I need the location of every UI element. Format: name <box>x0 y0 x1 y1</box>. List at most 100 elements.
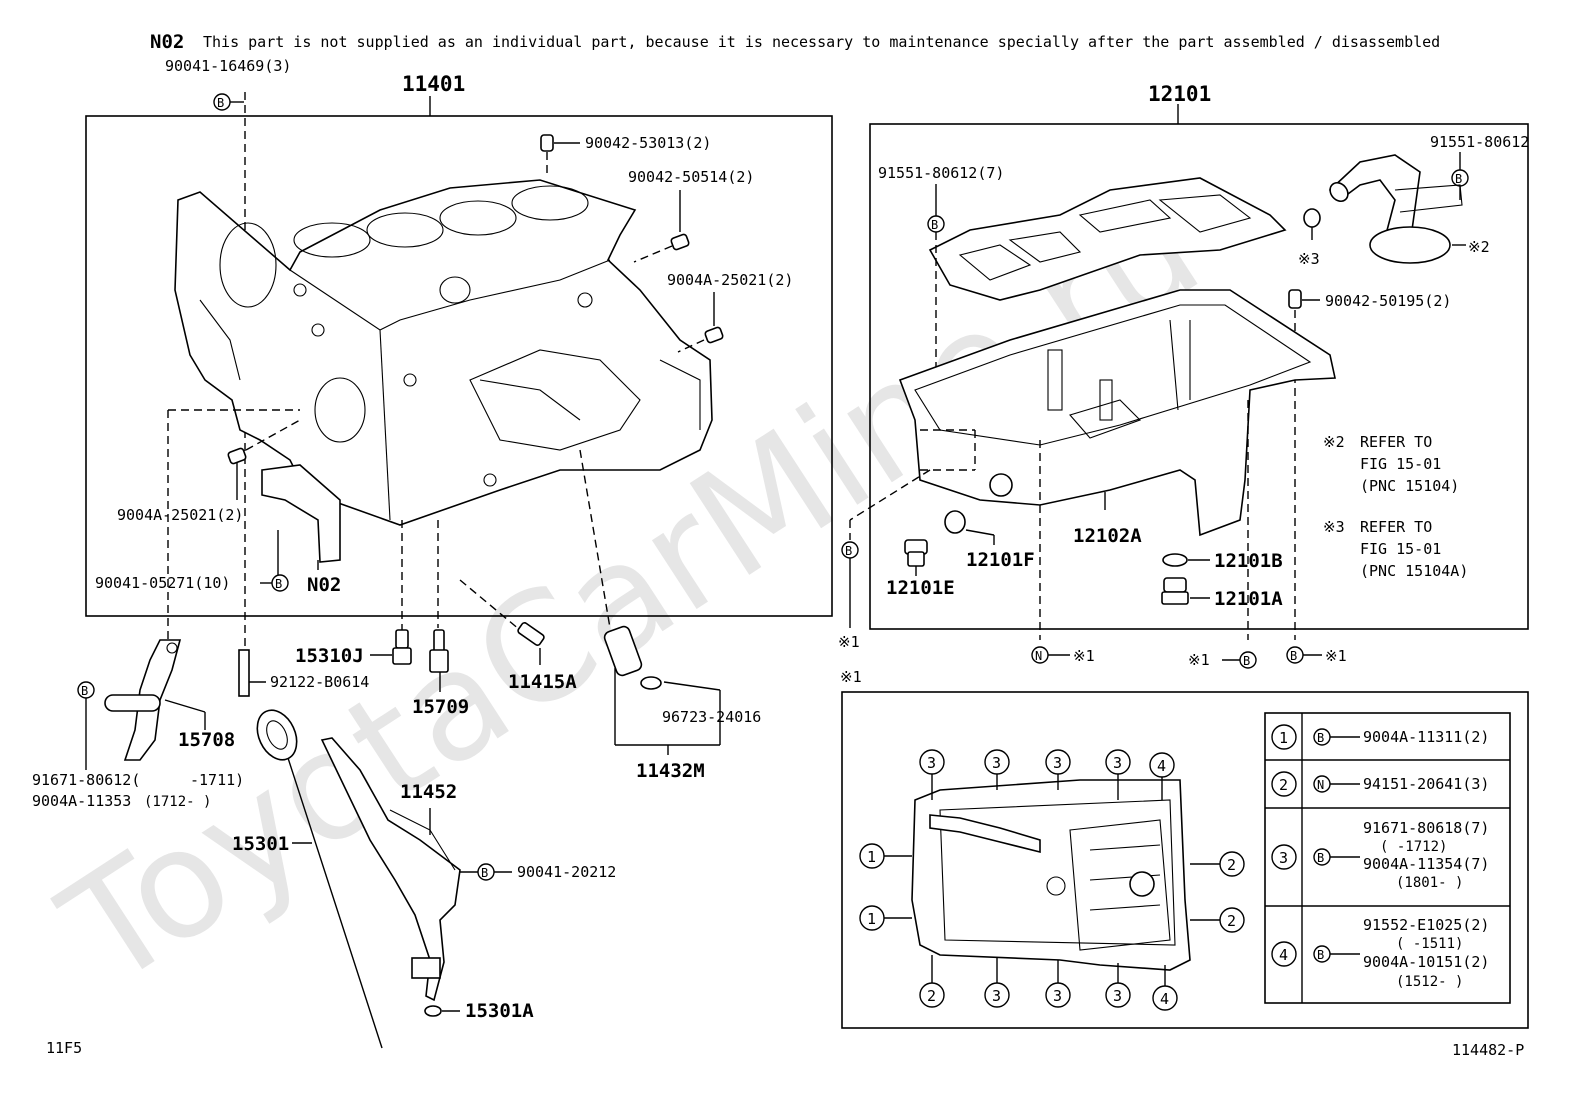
svg-text:N: N <box>1035 649 1042 663</box>
asterisk2-note-symbol: ※2 <box>1323 433 1345 451</box>
label-bracket-bolt-1-range: -1711) <box>190 771 244 789</box>
legend-row-1-num: 1 <box>1279 729 1288 747</box>
label-strainer-bolt: 91551-80612 <box>1430 133 1529 151</box>
ref3-line1: REFER TO <box>1360 518 1432 536</box>
svg-text:B: B <box>931 218 938 232</box>
label-oring: 96723-24016 <box>662 708 761 726</box>
svg-text:B: B <box>1317 948 1324 962</box>
svg-text:3: 3 <box>1113 754 1122 772</box>
svg-text:3: 3 <box>1053 754 1062 772</box>
cylinder-block-drawing <box>174 179 713 526</box>
ref2-line3: (PNC 15104) <box>1360 477 1459 495</box>
svg-text:B: B <box>1317 851 1324 865</box>
pin-icon <box>704 326 724 344</box>
label-12101f: 12101F <box>966 549 1035 571</box>
bracket-15708-drawing <box>104 639 182 761</box>
cap-note: N02 <box>307 574 341 596</box>
legend-row-3-line4: (1801- ) <box>1396 875 1463 891</box>
label-11452: 11452 <box>400 781 457 803</box>
svg-text:4: 4 <box>1157 757 1166 775</box>
cylinder-block-box <box>85 115 833 617</box>
label-15301a: 15301A <box>465 1000 534 1022</box>
asterisk3-note-symbol: ※3 <box>1323 518 1345 536</box>
gasket-12101b-drawing <box>1162 553 1188 567</box>
label-guide-bolt: 90041-20212 <box>517 863 616 881</box>
label-pin-4: 9004A-25021(2) <box>117 506 243 524</box>
label-15310j: 15310J <box>295 645 364 667</box>
callout-markers: 1 1 3 3 3 3 4 2 2 2 3 3 3 4 <box>859 749 1245 1011</box>
svg-text:3: 3 <box>1113 987 1122 1005</box>
nozzle-11432m-drawing <box>603 625 662 690</box>
oring-drawing <box>424 1005 442 1017</box>
label-bracket-bolt-2: 9004A-11353 <box>32 792 131 810</box>
dipstick-guide-drawing <box>320 737 461 1002</box>
ref2-line2: FIG 15-01 <box>1360 455 1441 473</box>
ref3-line2: FIG 15-01 <box>1360 540 1441 558</box>
ref3-line3: (PNC 15104A) <box>1360 562 1468 580</box>
oil-pan-drawing <box>898 289 1336 537</box>
gasket-12101f-drawing <box>944 510 966 534</box>
label-bolt-pan: 91551-80612(7) <box>878 164 1004 182</box>
label-asterisk3: ※3 <box>1298 250 1320 268</box>
plug-15709-drawing <box>429 629 449 673</box>
footer-left-code: 11F5 <box>46 1039 82 1057</box>
label-pin-top: 90042-53013(2) <box>585 134 711 152</box>
label-15708: 15708 <box>178 729 235 751</box>
legend-row-3-line2: ( -1712) <box>1380 839 1447 855</box>
svg-text:4: 4 <box>1160 990 1169 1008</box>
label-stud: 92122-B0614 <box>270 673 369 691</box>
legend-row-3-line1: 91671-80618(7) <box>1363 819 1489 837</box>
svg-text:N: N <box>1317 778 1324 792</box>
svg-text:2: 2 <box>1227 912 1236 930</box>
legend-row-4-line1: 91552-E1025(2) <box>1363 916 1489 934</box>
svg-text:3: 3 <box>992 754 1001 772</box>
legend-row-3-num: 3 <box>1279 849 1288 867</box>
legend-row-1-part: 9004A-11311(2) <box>1363 728 1489 746</box>
svg-text:B: B <box>275 577 282 591</box>
oil-pan-box <box>869 123 1529 630</box>
pin-icon <box>1288 289 1302 309</box>
label-asterisk2: ※2 <box>1468 238 1490 256</box>
legend-row-4-num: 4 <box>1279 946 1288 964</box>
legend-row-2-part: 94151-20641(3) <box>1363 775 1489 793</box>
label-15709: 15709 <box>412 696 469 718</box>
legend-row-3-line3: 9004A-11354(7) <box>1363 855 1489 873</box>
label-15301: 15301 <box>232 833 289 855</box>
label-12102a: 12102A <box>1073 525 1142 547</box>
svg-text:B: B <box>1317 731 1324 745</box>
note-code: N02 <box>150 31 184 53</box>
plug-15310j-drawing <box>392 629 412 665</box>
bolt-legend-table: 1 B 9004A-11311(2) 2 N 94151-20641(3) 3 … <box>1264 712 1511 1004</box>
legend-row-4-line2: ( -1511) <box>1396 936 1463 952</box>
pnc-12101: 12101 <box>1148 82 1211 106</box>
svg-text:1: 1 <box>867 910 876 928</box>
oil-strainer-drawing <box>1328 154 1463 264</box>
pan-bolt-map-drawing <box>911 779 1191 971</box>
asterisk1-label-a: ※1 <box>838 633 860 651</box>
svg-text:B: B <box>481 866 488 880</box>
svg-text:B: B <box>845 544 852 558</box>
label-bracket-bolt-2-range: (1712- ) <box>144 794 211 810</box>
svg-text:2: 2 <box>1227 856 1236 874</box>
svg-text:B: B <box>217 96 224 110</box>
sensor-11415a-drawing <box>517 622 545 646</box>
svg-text:B: B <box>1243 654 1250 668</box>
svg-text:3: 3 <box>927 754 936 772</box>
plug-12101e-drawing <box>904 539 928 567</box>
svg-text:3: 3 <box>992 987 1001 1005</box>
svg-text:B: B <box>1455 172 1462 186</box>
label-12101b: 12101B <box>1214 550 1283 572</box>
label-bolt-cap: 90041-05271(10) <box>95 574 230 592</box>
pnc-11401: 11401 <box>402 72 465 96</box>
label-pin-3: 9004A-25021(2) <box>667 271 793 289</box>
dipstick-drawing <box>256 709 383 1049</box>
label-bolt-top: 90041-16469(3) <box>165 57 291 75</box>
label-11432m: 11432M <box>636 760 705 782</box>
footer-right-code: 114482-P <box>1452 1041 1524 1059</box>
label-11415a: 11415A <box>508 671 577 693</box>
baffle-plate-drawing <box>928 177 1287 301</box>
b-symbol-icon <box>1239 651 1257 669</box>
ref2-line1: REFER TO <box>1360 433 1432 451</box>
plug-12101a-drawing <box>1161 577 1189 605</box>
